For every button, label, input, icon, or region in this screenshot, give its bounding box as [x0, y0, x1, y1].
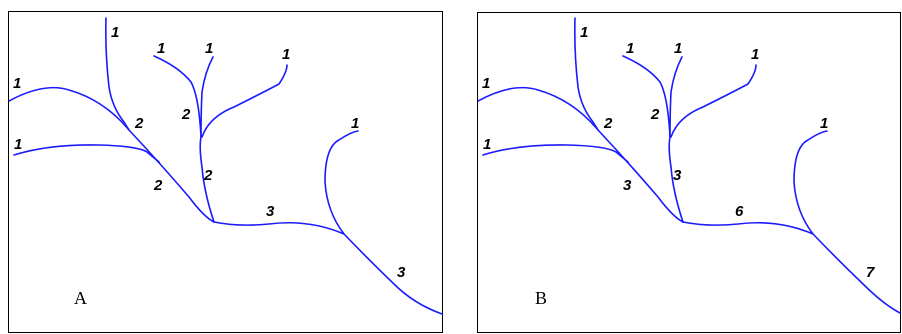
order-label: 1 [14, 136, 22, 153]
stream-right-branch [670, 64, 757, 138]
order-label: 3 [673, 167, 682, 184]
panel-label-a: A [74, 288, 87, 308]
stream-y-right [200, 56, 214, 138]
stream-y-left [622, 55, 671, 138]
stream-right-branch [201, 64, 288, 138]
order-label: 2 [134, 115, 144, 132]
order-label: 1 [13, 75, 21, 92]
order-label: 1 [580, 24, 588, 41]
order-label: 1 [351, 115, 359, 132]
order-label: 1 [482, 75, 490, 92]
order-label: 3 [266, 203, 275, 220]
order-label: 6 [735, 203, 744, 220]
stream-right-hook [324, 130, 359, 235]
stream-lower-left [13, 144, 160, 163]
order-label: 1 [483, 136, 491, 153]
order-label: 1 [282, 46, 290, 63]
order-label: 2 [603, 115, 613, 132]
order-label: 1 [157, 40, 165, 57]
order-label: 1 [674, 40, 682, 57]
stream-network-b: 1 1 1 1 1 1 1 2 2 3 3 6 7 B [478, 17, 901, 314]
order-label: 1 [751, 46, 759, 63]
order-label: 2 [181, 106, 191, 123]
stream-diagram-a: 1 1 1 1 1 1 1 2 2 2 2 3 3 A [8, 11, 443, 333]
stream-lower-left [482, 144, 629, 163]
order-label: 2 [650, 106, 660, 123]
stream-top-left [105, 17, 130, 131]
stream-lower-trunk [213, 221, 443, 315]
stream-diagram-b: 1 1 1 1 1 1 1 2 2 3 3 6 7 B [477, 12, 901, 333]
stream-network-a: 1 1 1 1 1 1 1 2 2 2 2 3 3 A [9, 17, 443, 315]
order-label: 1 [820, 115, 828, 132]
order-label: 2 [153, 177, 163, 194]
stream-middle-trunk [199, 136, 215, 223]
stream-middle-trunk [668, 136, 684, 223]
order-label: 3 [397, 264, 406, 281]
order-label: 3 [623, 177, 632, 194]
order-label: 7 [866, 264, 875, 281]
stream-top-left [574, 17, 599, 131]
panel-label-b: B [535, 288, 547, 308]
stream-right-hook [793, 130, 828, 235]
stream-y-left [153, 55, 202, 138]
stream-y-right [669, 56, 683, 138]
order-label: 1 [205, 40, 213, 57]
order-label: 1 [111, 24, 119, 41]
order-label: 2 [203, 167, 213, 184]
order-label: 1 [626, 40, 634, 57]
